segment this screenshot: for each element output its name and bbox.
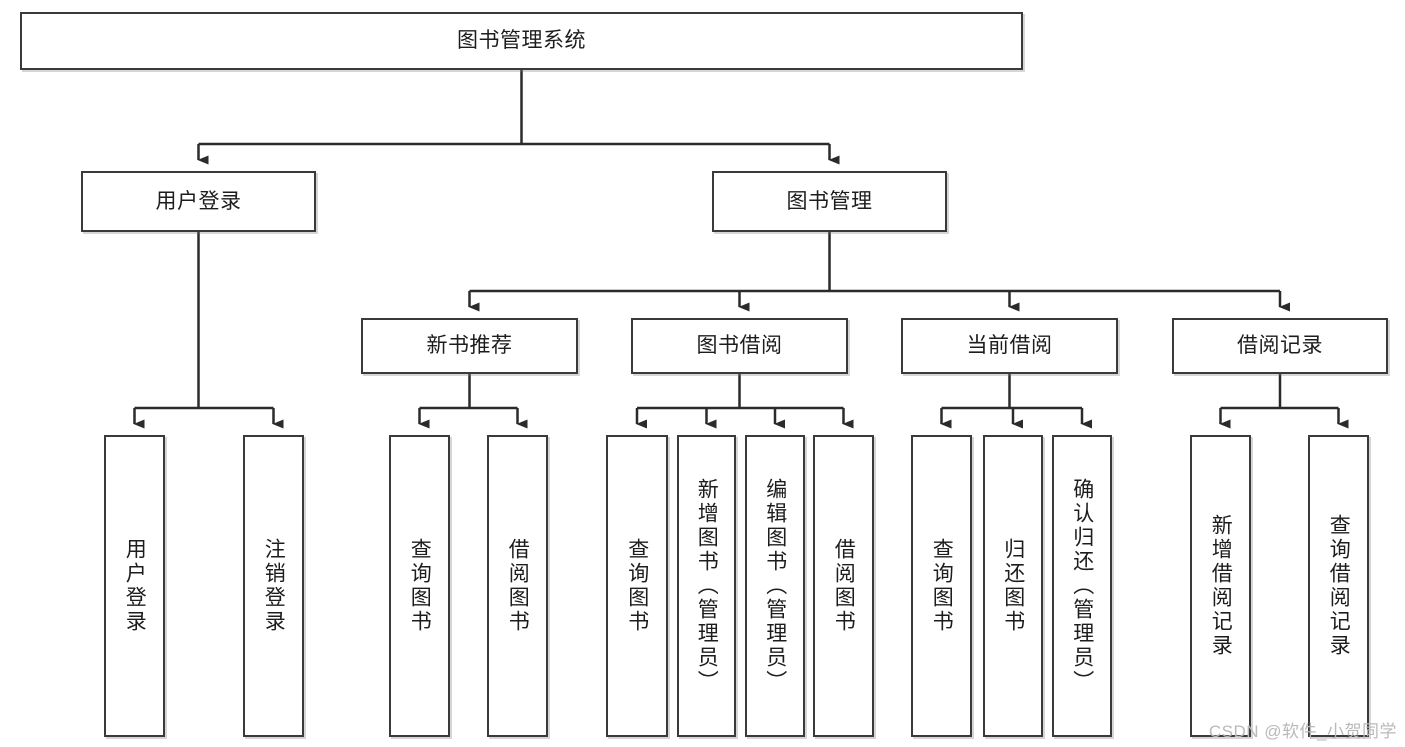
node-l-return[interactable]: 归还图书 — [983, 435, 1043, 737]
node-label: 查询图书 — [408, 538, 432, 634]
node-label: 查询图书 — [625, 538, 649, 634]
node-l-login[interactable]: 用户登录 — [104, 435, 165, 737]
node-l-edit[interactable]: 编辑图书（管理员） — [745, 435, 805, 737]
node-borrow[interactable]: 图书借阅 — [631, 318, 848, 374]
node-label: 查询图书 — [930, 538, 954, 634]
node-bookmgmt[interactable]: 图书管理 — [712, 171, 947, 232]
node-label: 编辑图书（管理员） — [763, 478, 787, 694]
node-label: 新增图书（管理员） — [695, 478, 719, 694]
node-label: 查询借阅记录 — [1327, 514, 1351, 658]
node-root[interactable]: 图书管理系统 — [20, 12, 1023, 70]
node-label: 图书管理系统 — [457, 29, 586, 53]
node-label: 图书借阅 — [696, 334, 783, 358]
node-l-query3[interactable]: 查询图书 — [911, 435, 972, 737]
node-l-logout[interactable]: 注销登录 — [243, 435, 304, 737]
node-label: 用户登录 — [155, 189, 242, 213]
node-l-addrec[interactable]: 新增借阅记录 — [1190, 435, 1251, 737]
node-label: 新增借阅记录 — [1209, 514, 1233, 658]
node-label: 归还图书 — [1001, 538, 1025, 634]
node-l-query2[interactable]: 查询图书 — [606, 435, 668, 737]
node-label: 借阅图书 — [832, 538, 856, 634]
node-l-add[interactable]: 新增图书（管理员） — [677, 435, 736, 737]
node-l-borrow2[interactable]: 借阅图书 — [813, 435, 874, 737]
node-current[interactable]: 当前借阅 — [901, 318, 1118, 374]
node-label: 借阅记录 — [1237, 334, 1323, 358]
node-login[interactable]: 用户登录 — [81, 171, 316, 232]
node-label: 当前借阅 — [966, 334, 1053, 358]
node-newbook[interactable]: 新书推荐 — [361, 318, 578, 374]
node-l-query1[interactable]: 查询图书 — [389, 435, 450, 737]
node-label: 新书推荐 — [426, 334, 513, 358]
node-label: 借阅图书 — [506, 538, 530, 634]
node-label: 确认归还（管理员） — [1070, 478, 1094, 694]
node-record[interactable]: 借阅记录 — [1172, 318, 1388, 374]
node-l-borrow1[interactable]: 借阅图书 — [487, 435, 548, 737]
csdn-watermark: CSDN @软件_小贺同学 — [1208, 722, 1397, 741]
node-label: 图书管理 — [786, 189, 873, 213]
node-l-confirm[interactable]: 确认归还（管理员） — [1052, 435, 1112, 737]
node-l-queryrec[interactable]: 查询借阅记录 — [1308, 435, 1369, 737]
node-label: 注销登录 — [262, 538, 286, 634]
node-label: 用户登录 — [123, 538, 147, 634]
